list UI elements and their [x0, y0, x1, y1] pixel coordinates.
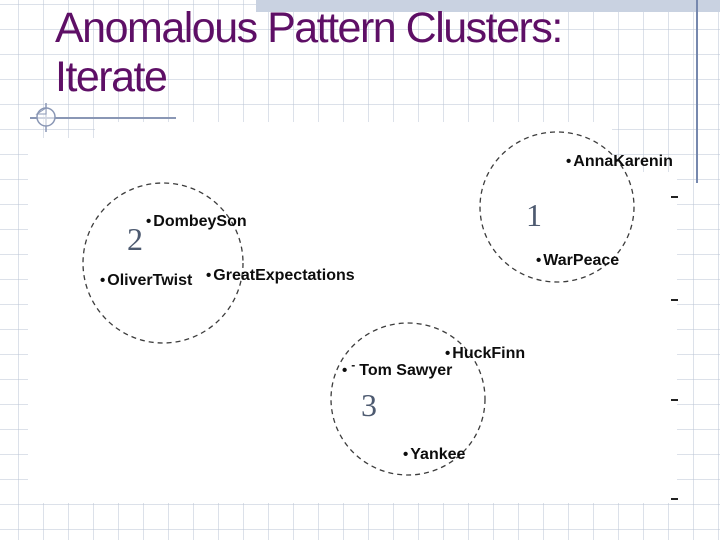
- point-bullet: •: [100, 272, 106, 289]
- point-stray-dash: -: [351, 358, 356, 372]
- point-bullet: •: [403, 446, 409, 463]
- right-accent-line: [696, 0, 698, 183]
- point-bullet: •: [206, 267, 212, 284]
- data-point-warpeace: •WarPeace: [536, 252, 619, 269]
- data-point-annakarenin: •AnnaKarenin: [566, 153, 673, 170]
- cluster-3-circle: [330, 322, 486, 476]
- axis-tick: [671, 299, 678, 301]
- slide-title-line2: Iterate: [55, 53, 168, 101]
- slide-title-line1: Anomalous Pattern Clusters:: [55, 4, 563, 52]
- point-bullet: •: [342, 362, 348, 379]
- top-decor-band: [256, 0, 720, 12]
- data-point-tomsawyer: •-Tom Sawyer: [342, 358, 453, 380]
- cluster-3-number: 3: [361, 387, 377, 423]
- point-label: WarPeace: [543, 252, 620, 269]
- cluster-1-circle: [479, 131, 635, 283]
- point-bullet: •: [146, 213, 152, 230]
- cluster-2-number: 2: [127, 221, 143, 257]
- point-label: OliverTwist: [107, 272, 193, 289]
- point-label: Yankee: [410, 446, 466, 463]
- data-point-dombeyson: •DombeySon: [146, 213, 247, 230]
- point-bullet: •: [566, 153, 572, 170]
- point-label: DombeySon: [153, 213, 247, 230]
- point-label: AnnaKarenin: [573, 153, 673, 170]
- cluster-2-circle: [82, 182, 244, 344]
- cluster-1-number: 1: [526, 197, 542, 233]
- data-point-greatexpectations: •GreatExpectations: [206, 267, 355, 284]
- point-label: GreatExpectations: [213, 267, 355, 284]
- slide-title: Anomalous Pattern Clusters: Iterate: [55, 4, 695, 102]
- axis-tick: [671, 399, 678, 401]
- point-bullet: •: [445, 345, 451, 362]
- point-label: HuckFinn: [452, 345, 526, 362]
- data-point-huckfinn: •HuckFinn: [445, 345, 525, 362]
- grid-showthrough-patch: [612, 138, 677, 172]
- data-point-yankee: •Yankee: [403, 446, 465, 463]
- compass-ornament-icon: [30, 103, 176, 132]
- axis-tick: [671, 498, 678, 500]
- axis-tick: [671, 196, 678, 198]
- point-label: Tom Sawyer: [359, 362, 453, 379]
- data-point-olivertwist: •OliverTwist: [100, 272, 192, 289]
- plot-area-upper: [95, 122, 612, 140]
- point-bullet: •: [536, 252, 542, 269]
